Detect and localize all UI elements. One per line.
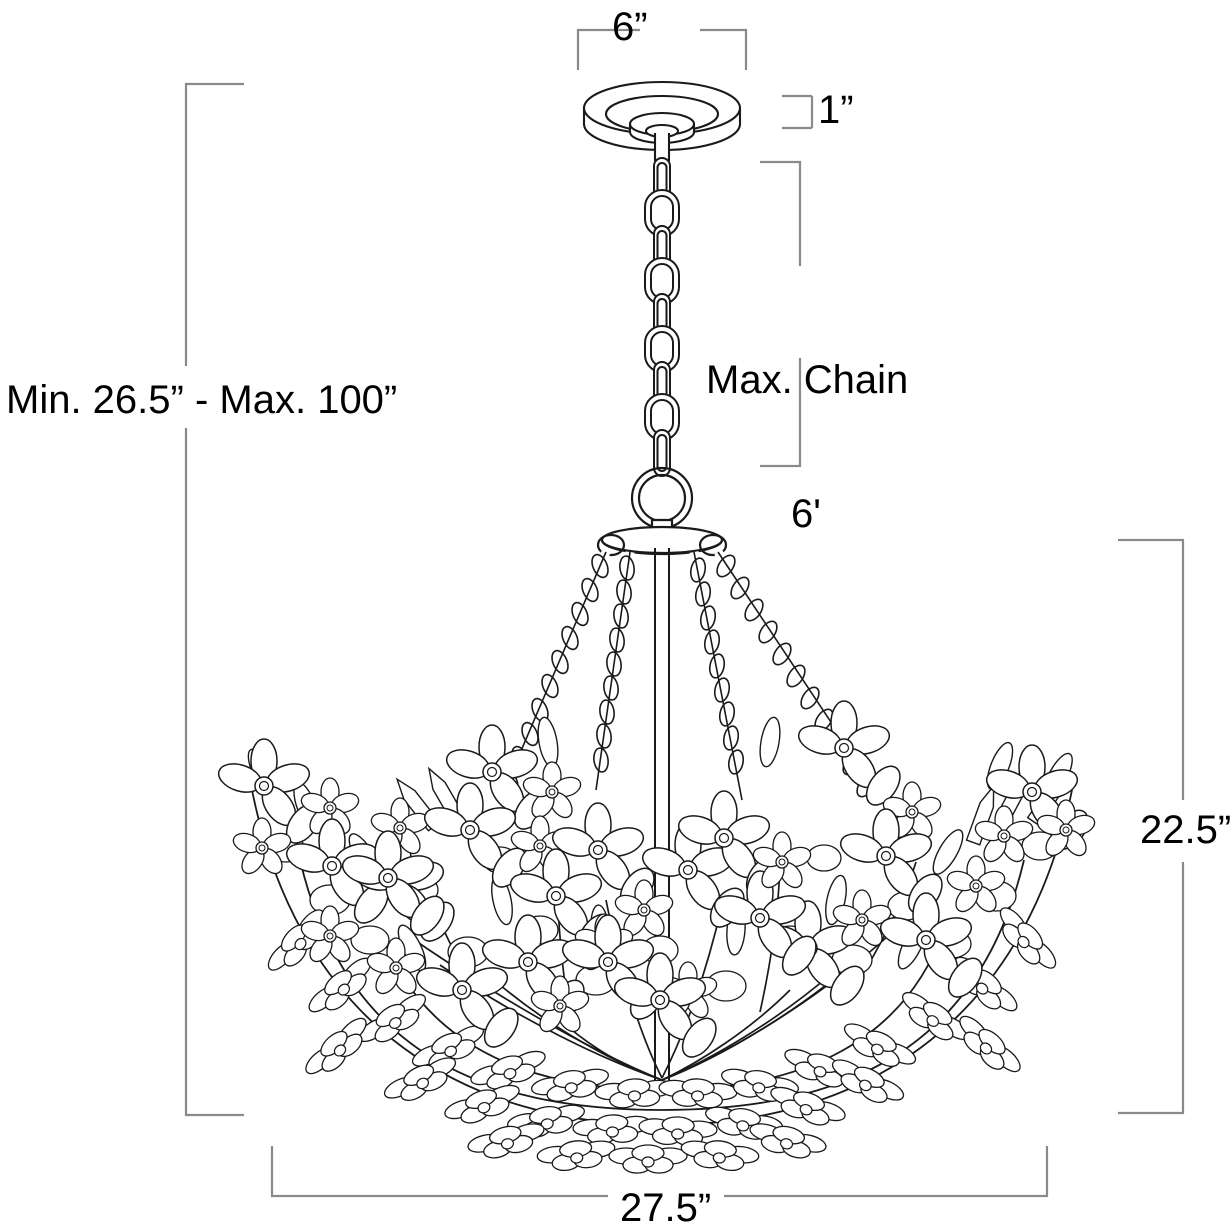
dimension-label-chain: Max. Chain 6' (706, 268, 909, 626)
dimension-label-body-height: 22.5” (1140, 808, 1232, 852)
dimension-canopy-width (576, 28, 748, 70)
hanging-chain (644, 157, 680, 477)
dimension-label-chain-line2: 6' (791, 491, 821, 536)
dimension-label-chain-line1: Max. Chain (706, 357, 909, 402)
ceiling-canopy (582, 80, 742, 162)
dimension-label-fixture-width: 27.5” (620, 1186, 712, 1230)
dimension-canopy-height (782, 94, 814, 130)
dimension-chain-length (760, 160, 802, 468)
dimension-label-overall-height: Min. 26.5” - Max. 100” (6, 378, 398, 422)
dimension-label-canopy-height: 1” (818, 88, 854, 132)
dimension-lines (184, 28, 1185, 1198)
dimension-label-canopy-width: 6” (612, 5, 648, 49)
dimension-fixture-width (270, 1146, 1049, 1198)
cross-bar-yoke (596, 525, 728, 1085)
flower-petal-bowl (214, 700, 1098, 1175)
dimension-overall-height (184, 82, 244, 1117)
dimension-body-height (1118, 538, 1185, 1115)
